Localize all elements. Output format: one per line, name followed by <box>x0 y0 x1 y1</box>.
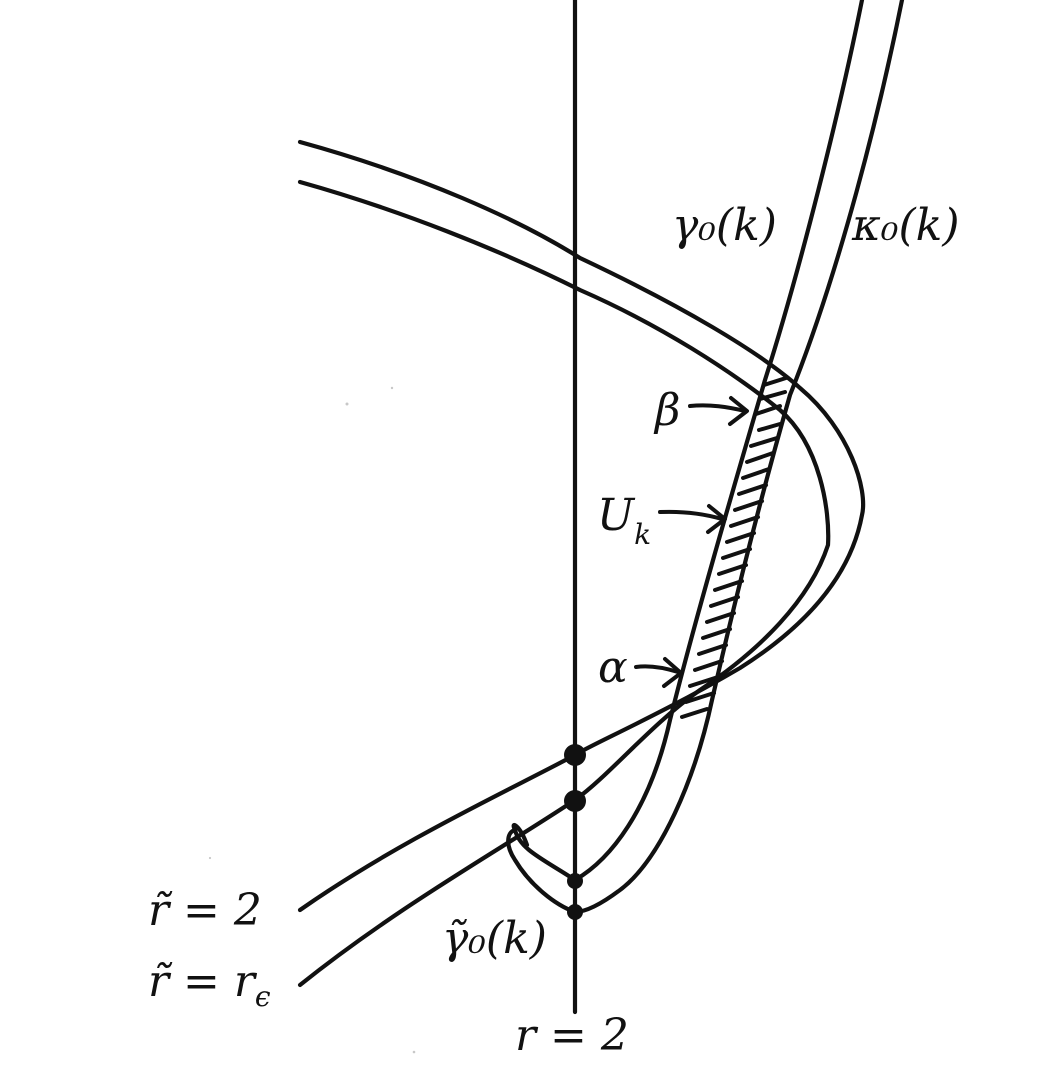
paper-speck <box>208 856 212 860</box>
beta-label: β <box>653 385 680 436</box>
r-tilde-2-label: r̃ = 2 <box>148 885 262 936</box>
paper-speck <box>412 1050 416 1054</box>
paper-speck <box>345 402 349 406</box>
r-tilde-2-curve <box>297 139 866 913</box>
hatched-region-uk <box>680 376 788 719</box>
gamma0k-curve <box>511 0 865 883</box>
intersection-dot-upper <box>564 744 586 766</box>
r-tilde-r-epsilon-main: r̃ = r <box>148 956 258 1007</box>
r-equals-2-label: r = 2 <box>515 1010 629 1061</box>
alpha-arrow <box>634 657 683 688</box>
alpha-label: α <box>598 642 628 693</box>
uk-label-sub: k <box>634 518 651 551</box>
paper-speck <box>390 386 394 390</box>
r-tilde-r-epsilon-sub: ϵ <box>255 980 271 1013</box>
uk-arrow <box>658 504 727 534</box>
uk-label-main: U <box>597 490 636 541</box>
intersection-dot-lower <box>564 790 586 812</box>
intersection-dot-gamma-tilde-lower <box>567 904 583 920</box>
r-tilde-r-epsilon-curve <box>297 179 831 988</box>
intersection-dot-gamma-tilde-upper <box>567 873 583 889</box>
uk-label: Uk <box>597 490 651 551</box>
kappa0k-curve <box>506 0 905 915</box>
gamma-tilde0k-label: γ̃₀(k) <box>442 913 547 964</box>
kappa0k-label: κ₀(k) <box>851 200 960 251</box>
gamma0k-label: γ₀(k) <box>672 200 777 251</box>
beta-arrow <box>688 396 749 426</box>
r-tilde-r-epsilon-label: r̃ = rϵ <box>148 956 271 1013</box>
